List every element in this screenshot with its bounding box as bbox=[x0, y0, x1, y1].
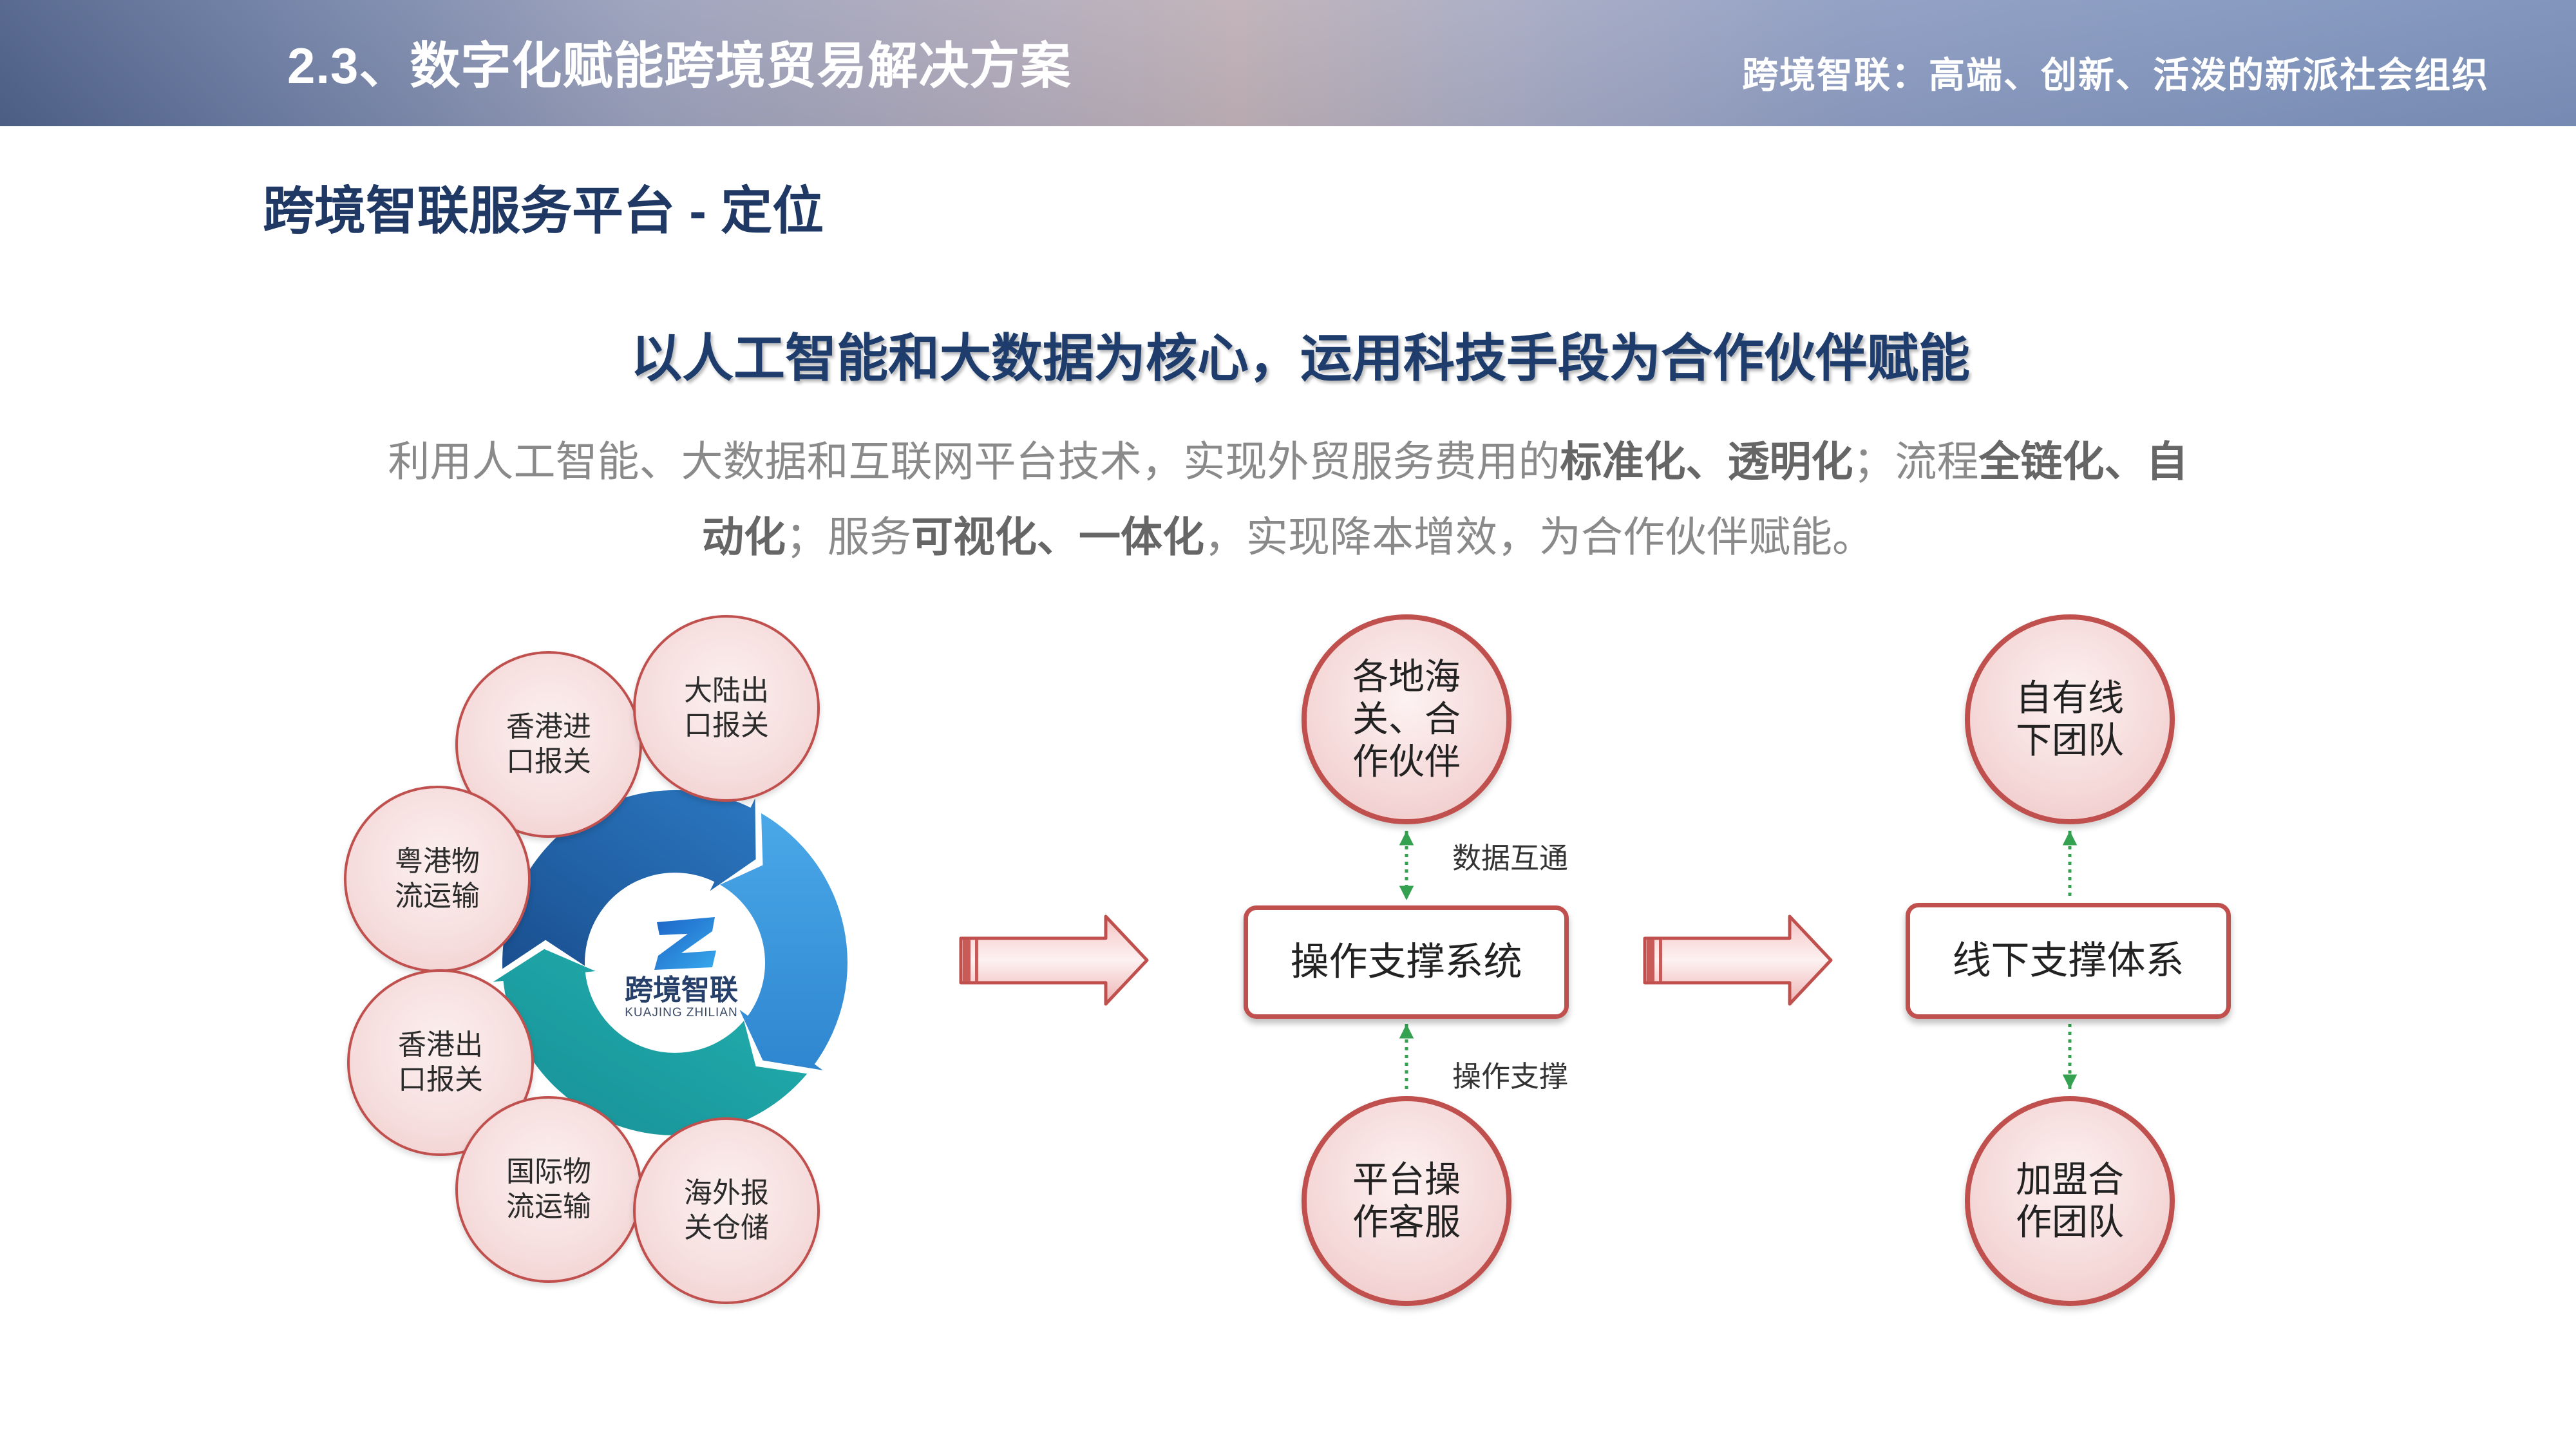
header-tagline: 跨境智联：高端、创新、活泼的新派社会组织 bbox=[1742, 55, 2489, 95]
node-text: 口报关 bbox=[398, 1064, 483, 1095]
node-text: 关、合 bbox=[1352, 699, 1461, 739]
service-node-overseas-customs: 海外报 关仓储 bbox=[633, 1117, 820, 1304]
node-text: 作伙伴 bbox=[1352, 741, 1461, 782]
node-text: 香港进 bbox=[506, 711, 591, 743]
node-text: 作团队 bbox=[2016, 1202, 2124, 1242]
node-text: 国际物 bbox=[506, 1156, 591, 1188]
intro-text: ，实现降本增效，为合作伙伴赋能。 bbox=[1204, 513, 1875, 560]
cycle-arrow-light-blue bbox=[720, 813, 848, 1070]
service-node-gd-hk-logistics: 粤港物 流运输 bbox=[344, 786, 531, 972]
node-text: 流运输 bbox=[395, 880, 480, 912]
node-text: 关仓储 bbox=[684, 1212, 769, 1244]
right-arrow-icon bbox=[959, 914, 1149, 1006]
node-text: 海外报 bbox=[684, 1177, 769, 1209]
node-text: 自有线 bbox=[2016, 677, 2124, 718]
node-text: 粤港物 bbox=[395, 846, 480, 877]
intro-line-1: 利用人工智能、大数据和互联网平台技术，实现外贸服务费用的标准化、透明化；流程全链… bbox=[0, 439, 2576, 484]
header-band: 2.3、数字化赋能跨境贸易解决方案 跨境智联：高端、创新、活泼的新派社会组织 bbox=[0, 0, 2576, 126]
intro-emphasis: 动化 bbox=[701, 513, 786, 560]
logo-name: 跨境智联 bbox=[625, 974, 738, 1006]
own-team-node: 自有线 下团队 bbox=[1965, 614, 2175, 824]
franchise-team-node: 加盟合 作团队 bbox=[1965, 1096, 2175, 1306]
node-text: 各地海 bbox=[1352, 656, 1461, 697]
service-node-intl-logistics: 国际物 流运输 bbox=[455, 1096, 642, 1283]
intro-line-2: 动化；服务可视化、一体化，实现降本增效，为合作伙伴赋能。 bbox=[0, 515, 2576, 560]
node-text: 大陆出 bbox=[684, 675, 769, 706]
support-link-label: 操作支撑 bbox=[1452, 1060, 1569, 1093]
data-link-label: 数据互通 bbox=[1452, 842, 1569, 875]
slide-title: 2.3、数字化赋能跨境贸易解决方案 bbox=[287, 37, 1072, 94]
node-text: 平台操 bbox=[1352, 1159, 1461, 1200]
logo-pinyin: KUAJING ZHILIAN bbox=[625, 1006, 738, 1019]
offline-system-box: 线下支撑体系 bbox=[1906, 903, 2231, 1019]
node-text: 流运输 bbox=[506, 1191, 591, 1222]
operations-system-box: 操作支撑系统 bbox=[1244, 905, 1569, 1019]
intro-emphasis: 可视化、一体化 bbox=[911, 513, 1205, 560]
node-text: 加盟合 bbox=[2016, 1159, 2124, 1200]
intro-text: 利用人工智能、大数据和互联网平台技术，实现外贸服务费用的 bbox=[388, 438, 1560, 485]
intro-emphasis: 全链化、自 bbox=[1978, 438, 2188, 485]
intro-emphasis: 标准化、透明化 bbox=[1560, 438, 1853, 485]
node-text: 下团队 bbox=[2016, 720, 2124, 761]
right-arrow-icon bbox=[1643, 914, 1833, 1006]
node-text: 作客服 bbox=[1352, 1202, 1461, 1242]
z-logo-icon bbox=[654, 917, 716, 970]
service-node-mainland-export: 大陆出 口报关 bbox=[633, 615, 820, 802]
node-text: 口报关 bbox=[684, 710, 769, 741]
node-text: 香港出 bbox=[398, 1029, 483, 1061]
headline: 以人工智能和大数据为核心，运用科技手段为合作伙伴赋能 bbox=[630, 330, 1970, 387]
node-text: 口报关 bbox=[506, 746, 591, 777]
intro-text: ；服务 bbox=[785, 513, 911, 560]
partners-node: 各地海 关、合 作伙伴 bbox=[1302, 614, 1511, 824]
intro-text: ；流程 bbox=[1853, 438, 1979, 485]
section-title: 跨境智联服务平台 - 定位 bbox=[263, 182, 824, 240]
platform-service-node: 平台操 作客服 bbox=[1302, 1096, 1511, 1306]
cycle-arrow-teal bbox=[493, 949, 808, 1135]
